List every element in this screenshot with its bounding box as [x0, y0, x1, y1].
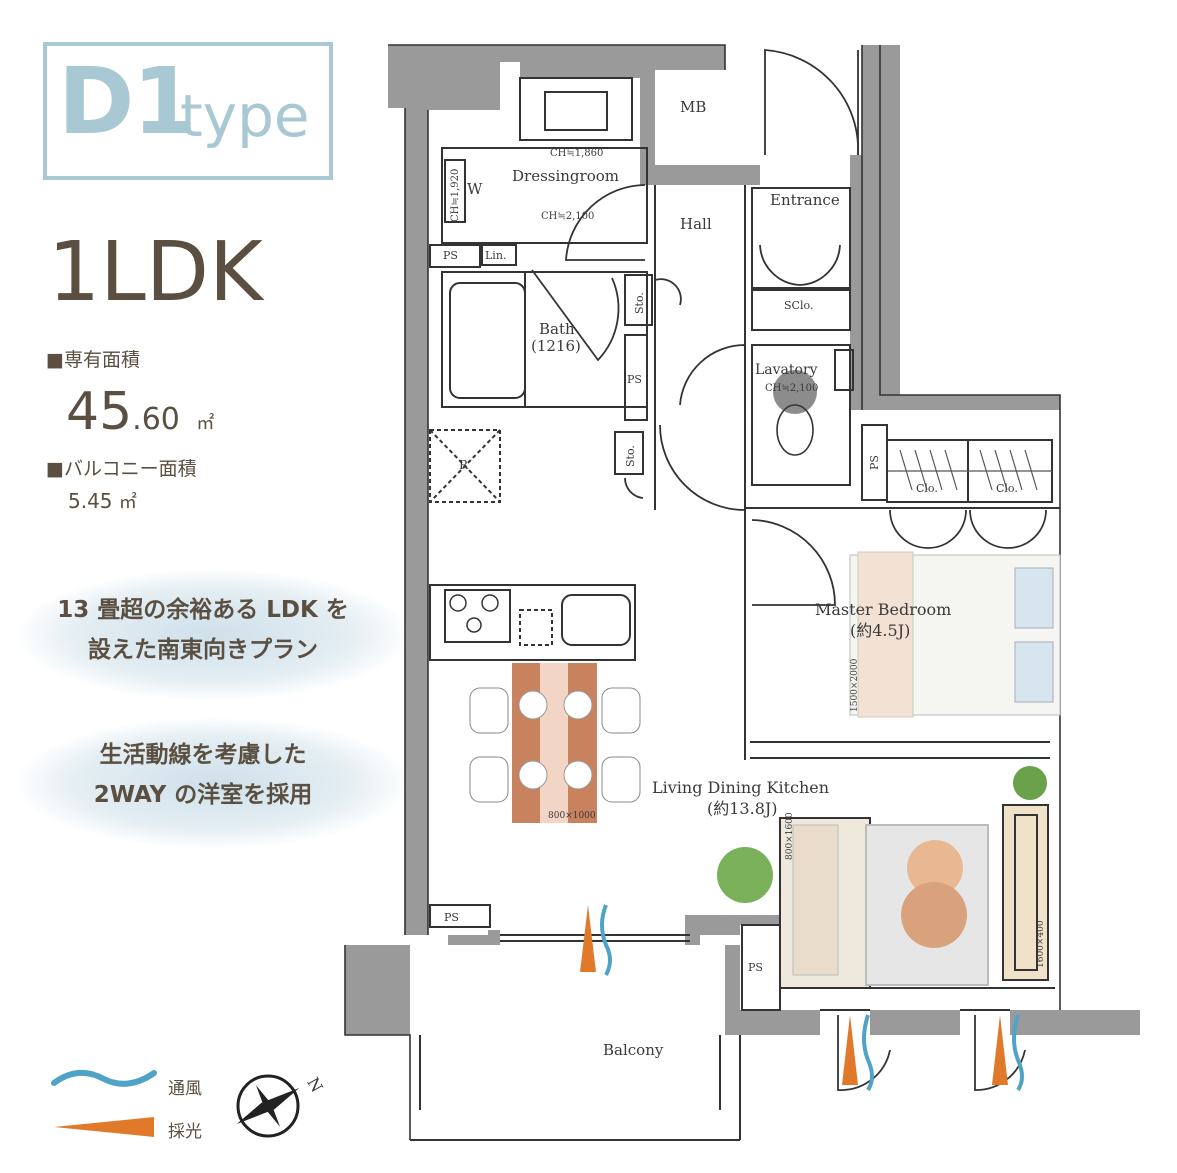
label-ps-2: PS — [627, 373, 642, 386]
feature-bubble-1 — [18, 570, 408, 700]
balcony-area-label: ■バルコニー面積 — [46, 458, 197, 480]
plant-icon-2 — [1013, 766, 1047, 800]
label-ps-5: PS — [748, 961, 763, 974]
feature-1-line-2: 設えた南東向きプラン — [88, 637, 318, 663]
bed — [849, 551, 1061, 718]
label-clo-1: Clo. — [916, 482, 938, 495]
label-ps-3: PS — [868, 455, 881, 470]
label-sto-1: Sto. — [633, 292, 646, 314]
legend-wind: 通風 — [168, 1079, 202, 1099]
feature-2-line-2: 2WAY の洋室を採用 — [93, 782, 313, 808]
floor-plan: MB Dressingroom CH≒1,860 CH≒1,920 CH≒2,1… — [344, 44, 1140, 1141]
label-tv-dim: 1600×400 — [1036, 920, 1046, 968]
interior-area-int: 45 — [66, 382, 133, 442]
light-icon — [54, 1117, 154, 1137]
airflow-markers — [580, 904, 1024, 1092]
interior-area-dec: .60 — [132, 402, 180, 437]
label-table-dim: 800×1000 — [548, 811, 596, 821]
wind-icon — [51, 1070, 157, 1087]
label-w: W — [467, 180, 483, 198]
compass: N — [236, 1074, 327, 1138]
label-bed-dim: 1500×2000 — [850, 658, 860, 712]
living-furniture — [717, 766, 1047, 976]
stove-icon — [449, 594, 499, 633]
layout-label: 1LDK — [48, 225, 263, 320]
label-r: R — [459, 458, 469, 472]
balcony-area-number: 5.45 — [68, 489, 113, 513]
label-master-size: (約4.5J) — [850, 621, 910, 640]
label-master-bedroom: Master Bedroom — [815, 600, 951, 619]
label-clo-2: Clo. — [996, 482, 1018, 495]
label-dressingroom: Dressingroom — [512, 167, 619, 185]
feature-text-2: 生活動線を考慮した 2WAY の洋室を採用 — [33, 735, 373, 815]
legend-light: 採光 — [168, 1122, 202, 1142]
label-ch-1920: CH≒1,920 — [450, 169, 461, 222]
dining-set — [469, 663, 641, 823]
label-ch-1860: CH≒1,860 — [550, 148, 603, 159]
label-hall: Hall — [680, 215, 712, 233]
balcony-area-unit: ㎡ — [118, 492, 137, 513]
type-word: type — [180, 82, 310, 150]
closet-hangers — [888, 449, 1052, 491]
label-ldk-size: (約13.8J) — [707, 799, 778, 818]
label-bath: Bath — [539, 320, 575, 338]
label-sto-2: Sto. — [624, 445, 637, 467]
toilet-icon — [773, 370, 817, 456]
compass-north-label: N — [303, 1074, 326, 1096]
interior-area-unit: ㎡ — [196, 413, 215, 434]
label-bath-size: (1216) — [531, 337, 581, 355]
label-ch-2100-a: CH≒2,100 — [541, 211, 594, 222]
label-sofa-dim: 800×1600 — [785, 812, 795, 860]
label-sclo: SClo. — [784, 299, 813, 312]
label-ps-1: PS — [443, 249, 458, 262]
label-ldk: Living Dining Kitchen — [652, 778, 829, 797]
feature-bubble-2 — [18, 718, 408, 848]
compass-needle-cross — [256, 1085, 280, 1127]
walls — [345, 45, 1140, 1035]
balcony-area-value: 5.45 ㎡ — [68, 488, 137, 514]
compass-ring — [236, 1074, 300, 1138]
room-labels: MB Dressingroom CH≒1,860 CH≒1,920 CH≒2,1… — [443, 98, 1046, 1059]
interior-area-label: ■専有面積 — [46, 349, 140, 371]
plant-icon — [717, 847, 773, 903]
type-frame — [43, 42, 333, 180]
feature-1-line-1: 13 畳超の余裕ある LDK を — [57, 597, 349, 623]
type-code: D1 — [58, 48, 196, 155]
label-mb: MB — [680, 98, 706, 116]
label-ch-2100-b: CH≒2,100 — [765, 383, 818, 394]
label-lin: Lin. — [485, 249, 506, 262]
label-lavatory: Lavatory — [755, 362, 818, 378]
feature-2-line-1: 生活動線を考慮した — [99, 742, 307, 768]
feature-text-1: 13 畳超の余裕ある LDK を 設えた南東向きプラン — [33, 590, 373, 670]
label-balcony: Balcony — [603, 1041, 664, 1059]
label-entrance: Entrance — [770, 191, 840, 209]
legend-icons — [51, 1070, 157, 1137]
interior-area-value: 45.60 ㎡ — [66, 382, 214, 442]
label-ps-4: PS — [444, 911, 459, 924]
